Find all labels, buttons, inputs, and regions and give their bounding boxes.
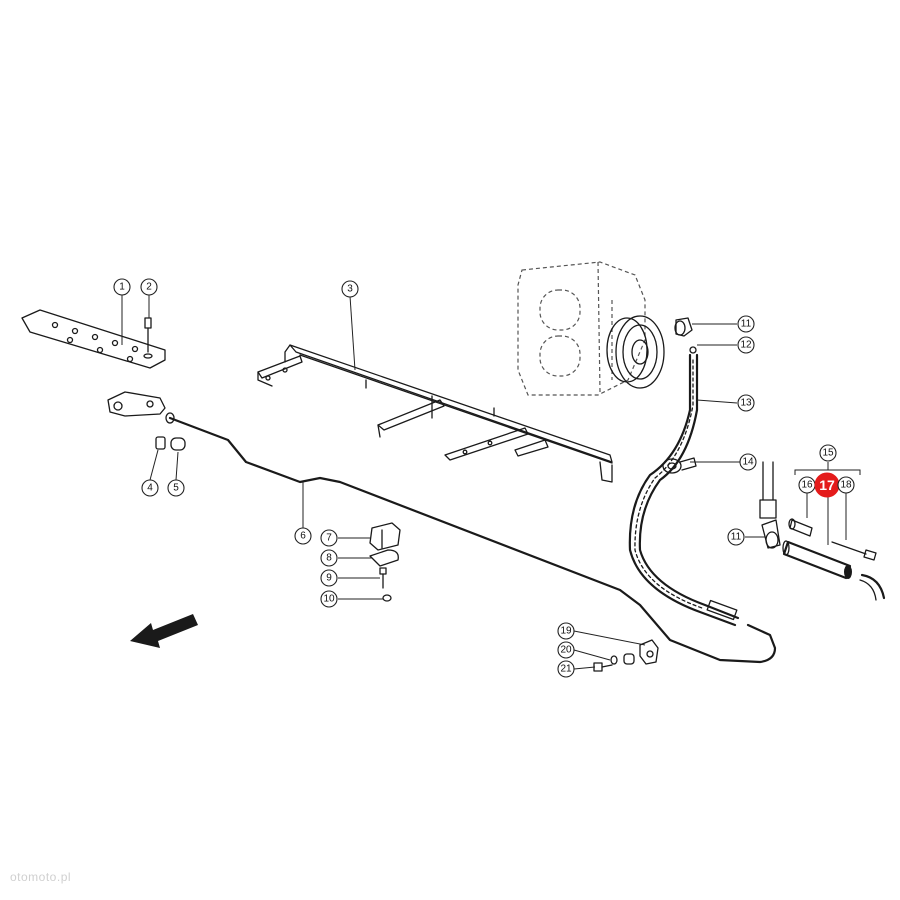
- part-10-nut: [382, 594, 392, 602]
- callout-label-1: 1: [119, 282, 125, 293]
- callout-label-19: 19: [560, 626, 572, 637]
- callout-5[interactable]: 5: [167, 479, 185, 497]
- callout-label-7: 7: [326, 533, 332, 544]
- callout-15[interactable]: 15: [819, 444, 837, 462]
- callout-label-10: 10: [323, 594, 335, 605]
- callout-label-11-lower: 11: [731, 532, 742, 543]
- callout-label-6: 6: [300, 531, 306, 542]
- part-8-clip: [369, 549, 399, 567]
- callout-2[interactable]: 2: [140, 278, 158, 296]
- part-16-fitting: [788, 518, 813, 537]
- callout-11-lower[interactable]: 11: [727, 528, 745, 546]
- callout-label-20: 20: [560, 645, 572, 656]
- part-4-nut: [155, 436, 166, 450]
- callout-7[interactable]: 7: [320, 529, 338, 547]
- callout-21[interactable]: 21: [557, 660, 575, 678]
- part-17-cylinder: [782, 540, 852, 580]
- callout-label-16: 16: [801, 480, 813, 491]
- callout-label-5: 5: [173, 483, 179, 494]
- part-3-frame: [257, 344, 613, 483]
- hose-end-right: [859, 573, 886, 601]
- callout-label-9: 9: [326, 573, 332, 584]
- part-9-screw: [379, 567, 387, 589]
- callout-19[interactable]: 19: [557, 622, 575, 640]
- part-20-washer: [610, 653, 635, 665]
- callout-13[interactable]: 13: [737, 394, 755, 412]
- part-5-sleeve: [170, 437, 186, 451]
- callout-14[interactable]: 14: [739, 453, 757, 471]
- callout-1[interactable]: 1: [113, 278, 131, 296]
- arrow-down-left-icon: [130, 614, 198, 648]
- group-15-bracket: [794, 462, 861, 475]
- callout-label-21: 21: [560, 664, 572, 675]
- callout-label-3: 3: [347, 284, 353, 295]
- callout-label-2: 2: [146, 282, 152, 293]
- valve-block: [107, 391, 166, 417]
- part-11-elbow-upper: [674, 317, 693, 337]
- callout-11-upper[interactable]: 11: [737, 315, 755, 333]
- callout-3[interactable]: 3: [341, 280, 359, 298]
- callout-label-13: 13: [740, 398, 752, 409]
- callout-label-8: 8: [326, 553, 332, 564]
- callout-label-12: 12: [740, 340, 752, 351]
- callout-label-4: 4: [147, 483, 153, 494]
- callout-12[interactable]: 12: [737, 336, 755, 354]
- callout-label-18: 18: [840, 480, 852, 491]
- callout-20[interactable]: 20: [557, 641, 575, 659]
- part-18-rod: [831, 541, 877, 561]
- callout-6[interactable]: 6: [294, 527, 312, 545]
- callout-10[interactable]: 10: [320, 590, 338, 608]
- callout-18[interactable]: 18: [837, 476, 855, 494]
- part-21-bolt: [593, 662, 613, 672]
- callout-17-highlight[interactable]: 17: [814, 472, 840, 498]
- part-6-tube: [165, 412, 777, 664]
- part-11-elbow-lower: [759, 461, 781, 549]
- part-1-bracket: [21, 309, 166, 369]
- callout-9[interactable]: 9: [320, 569, 338, 587]
- watermark: otomoto.pl: [10, 870, 72, 884]
- callout-16[interactable]: 16: [798, 476, 816, 494]
- callout-label-11-upper: 11: [741, 319, 752, 330]
- callout-label-15: 15: [822, 448, 834, 459]
- callout-label-17: 17: [819, 477, 835, 493]
- pulley: [606, 315, 665, 389]
- callout-4[interactable]: 4: [141, 479, 159, 497]
- callout-8[interactable]: 8: [320, 549, 338, 567]
- callout-label-14: 14: [742, 457, 754, 468]
- engine-block-outline: [517, 261, 646, 396]
- part-2-bolt: [143, 317, 153, 359]
- part-13-hose: [628, 346, 740, 627]
- part-19-connector: [639, 639, 659, 665]
- part-7-clamp-block: [369, 522, 401, 551]
- leader-lines: [121, 294, 847, 670]
